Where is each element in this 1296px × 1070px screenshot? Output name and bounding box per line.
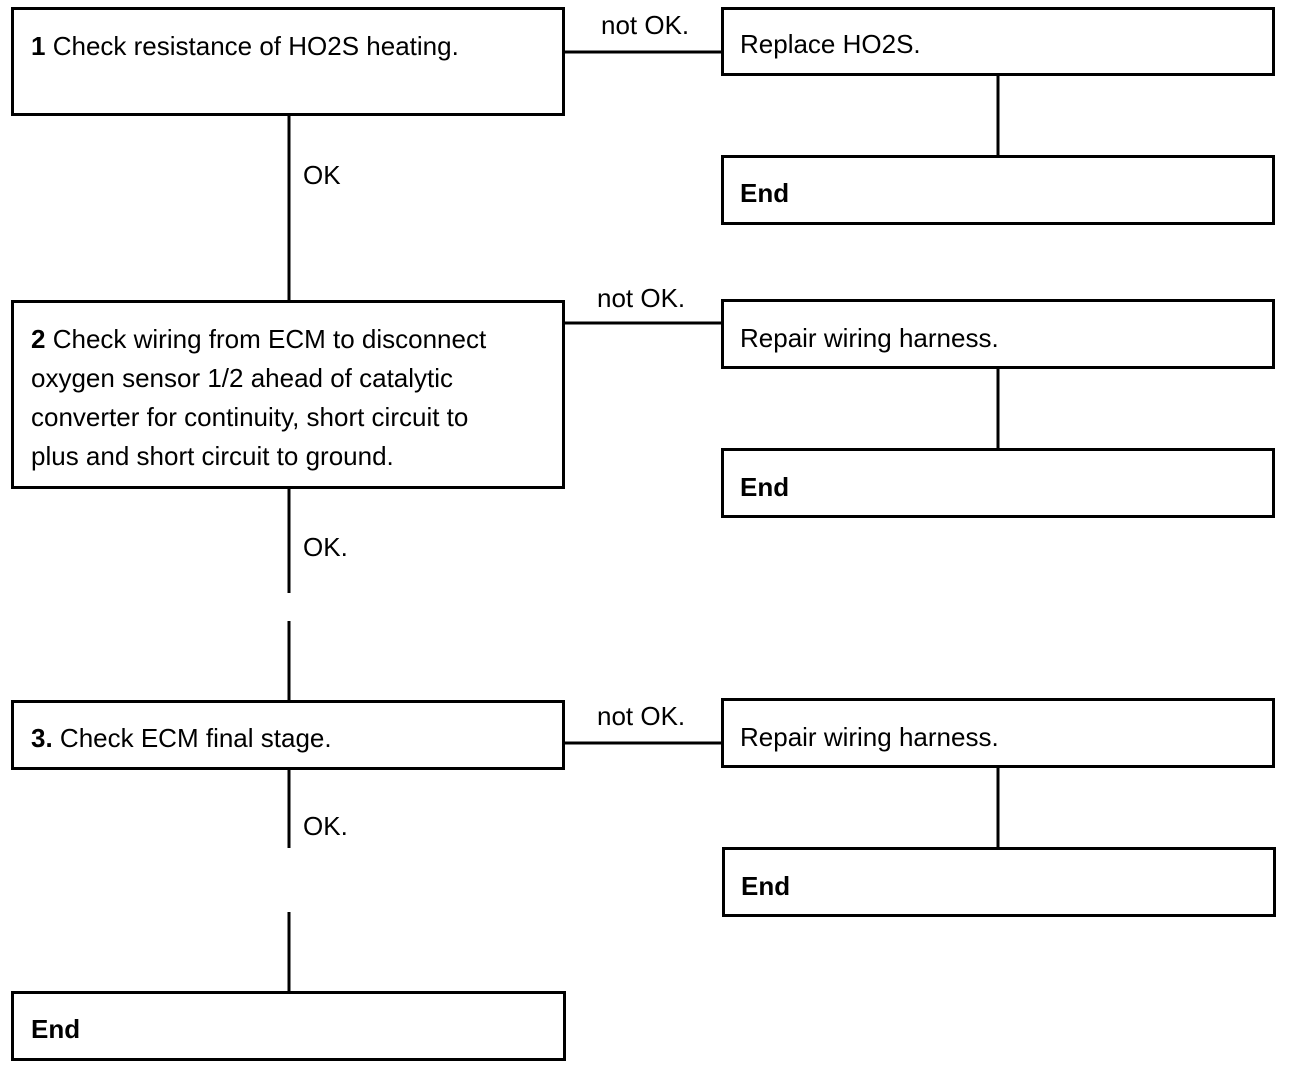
step-3-box: 3. Check ECM final stage. xyxy=(11,700,565,770)
label-ok-3: OK. xyxy=(303,811,348,841)
label-ok-1: OK xyxy=(303,160,341,190)
label-ok-2: OK. xyxy=(303,532,348,562)
action-1-box: Replace HO2S. xyxy=(721,7,1275,76)
step-2-text: 2 Check wiring from ECM to disconnect ox… xyxy=(31,320,486,476)
step-1-number: 1 xyxy=(31,31,46,61)
step-1-text: 1 Check resistance of HO2S heating. xyxy=(31,27,459,66)
label-not-ok-3: not OK. xyxy=(597,701,686,731)
step-2-box: 2 Check wiring from ECM to disconnect ox… xyxy=(11,300,565,489)
action-2-text: Repair wiring harness. xyxy=(740,323,999,353)
step-1-description: Check resistance of HO2S heating. xyxy=(52,31,459,61)
end-1-text: End xyxy=(740,178,790,208)
step-3-number: 3. xyxy=(31,723,53,753)
step-2-description: Check wiring from ECM to disconnect oxyg… xyxy=(31,324,487,471)
action-2-box: Repair wiring harness. xyxy=(721,299,1275,369)
action-1-text: Replace HO2S. xyxy=(740,29,921,59)
end-3-box: End xyxy=(722,847,1276,917)
end-2-text: End xyxy=(740,472,790,502)
end-3-text: End xyxy=(741,871,791,901)
action-3-text: Repair wiring harness. xyxy=(740,722,999,752)
final-end-box: End xyxy=(11,991,566,1061)
step-3-text: 3. Check ECM final stage. xyxy=(31,719,332,758)
step-2-number: 2 xyxy=(31,324,46,354)
step-3-description: Check ECM final stage. xyxy=(59,723,332,753)
end-2-box: End xyxy=(721,448,1275,518)
step-1-box: 1 Check resistance of HO2S heating. xyxy=(11,7,565,116)
label-not-ok-2: not OK. xyxy=(597,283,686,313)
end-1-box: End xyxy=(721,155,1275,225)
final-end-text: End xyxy=(31,1014,81,1044)
action-3-box: Repair wiring harness. xyxy=(721,698,1275,768)
label-not-ok-1: not OK. xyxy=(601,10,690,40)
